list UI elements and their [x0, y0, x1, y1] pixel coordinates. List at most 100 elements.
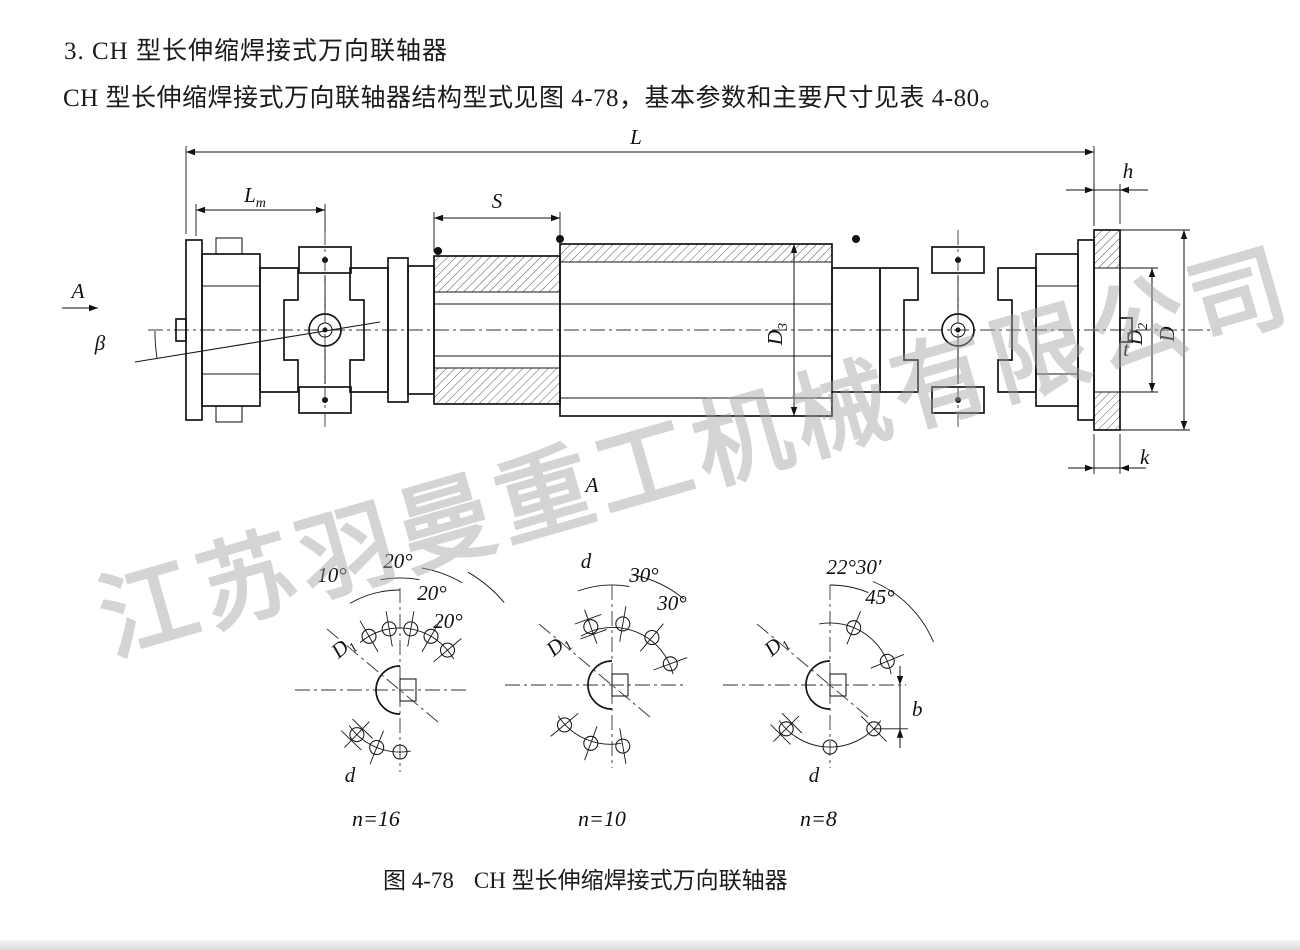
- d-dim-tick: [352, 718, 373, 739]
- bolt-hole: [822, 739, 838, 755]
- bolt-circle-arc: [778, 720, 882, 748]
- grease-fitting: [852, 235, 860, 243]
- hole-slash: [584, 609, 598, 644]
- hole-slash: [619, 728, 627, 764]
- hole-diameter-label-d: d: [809, 763, 820, 787]
- bearing-cap-top: [298, 246, 352, 274]
- bolt-count-label: n=10: [578, 806, 626, 831]
- dim-label-L: L: [629, 125, 642, 149]
- bolt-hole: [615, 616, 631, 632]
- hole-slash: [344, 721, 370, 748]
- d-dim-tick: [340, 730, 362, 751]
- yoke-fork: [349, 267, 389, 393]
- dim-label-beta: β: [94, 331, 106, 355]
- yoke-fork: [997, 267, 1037, 393]
- dim-label-Lm-sub: m: [256, 196, 266, 211]
- bolt-pattern-view-n8: 22°30′ 45° D1 b d n=8: [723, 555, 934, 831]
- angle-label: 20°: [383, 549, 413, 573]
- bolt-hole: [644, 629, 660, 646]
- angle-label: 30°: [628, 563, 659, 587]
- hole-diameter-label-d: d: [581, 549, 592, 573]
- flange-bolt-top: [215, 237, 243, 255]
- disc-hatch-bottom: [1094, 392, 1120, 430]
- bolt-circle-arc: [580, 626, 674, 675]
- d-dim-tick: [770, 724, 791, 745]
- hole-slash: [433, 638, 462, 663]
- angle-arc: [631, 574, 685, 600]
- bolt-count-label: n=16: [352, 806, 400, 831]
- sleeve-hatch-top: [434, 256, 560, 292]
- hub-boss: [829, 673, 847, 697]
- angle-label: 30°: [656, 591, 687, 615]
- bolt-hole: [423, 628, 439, 644]
- bolt-hole: [556, 717, 573, 733]
- bolt-hole: [349, 727, 365, 743]
- angle-label: 45°: [865, 585, 895, 609]
- hole-slash: [653, 657, 688, 671]
- dim-label-D: D: [1155, 326, 1179, 342]
- dim-label-k: k: [1140, 445, 1150, 469]
- hub-boss: [399, 678, 417, 702]
- flange-bolt-bottom: [215, 405, 243, 423]
- dim-label-D3: D3: [763, 323, 791, 346]
- hole-slash: [550, 712, 579, 737]
- angle-label: 10°: [317, 563, 347, 587]
- disc-hatch-top: [1094, 230, 1120, 268]
- grease-fitting: [434, 247, 442, 255]
- yoke-fork: [879, 267, 919, 393]
- hole-slash: [619, 606, 627, 642]
- sleeve-hatch-bottom: [434, 368, 560, 404]
- d-dim-tick: [580, 628, 607, 640]
- dim-label-D2: D2: [1123, 323, 1151, 346]
- dim-label-b: b: [912, 697, 923, 721]
- figure-caption-title: CH 型长伸缩焊接式万向联轴器: [473, 868, 788, 893]
- bolt-circle-label-D1: D1: [759, 628, 795, 664]
- angle-arc: [380, 577, 420, 581]
- bolt-circle-label-D1: D1: [541, 628, 577, 664]
- hole-slash: [870, 653, 905, 669]
- dim-label-D2-sub: 2: [1136, 323, 1151, 330]
- hole-slash: [385, 611, 393, 647]
- hub-semicircle: [375, 665, 401, 715]
- angle-label: 20°: [433, 609, 463, 633]
- bolt-circle-arc: [348, 725, 411, 753]
- bolt-hole: [369, 739, 385, 756]
- hole-slash: [369, 730, 384, 765]
- bolt-hole: [381, 621, 397, 637]
- bearing-cap-top: [931, 246, 985, 274]
- yoke-fork: [259, 267, 299, 393]
- bolt-circle-diagonal: [538, 623, 651, 718]
- angle-arc: [829, 584, 869, 594]
- bolt-hole: [662, 656, 678, 672]
- hole-slash: [421, 620, 441, 653]
- hub-semicircle: [805, 660, 831, 710]
- dim-label-S: S: [492, 189, 503, 213]
- hub-semicircle: [587, 660, 613, 710]
- dim-label-Lm-base: L: [243, 183, 256, 207]
- dim-label-Lm: Lm: [243, 183, 266, 211]
- dim-label-D3-sub: 3: [776, 323, 791, 331]
- bolt-hole: [778, 721, 794, 737]
- angle-arc: [872, 581, 934, 643]
- right-pilot: [1119, 317, 1133, 343]
- beta-angle-line: [134, 321, 381, 363]
- bolt-hole: [846, 620, 862, 636]
- hole-slash: [639, 623, 664, 652]
- hole-diameter-label-d: d: [345, 763, 356, 787]
- hole-slash: [773, 715, 800, 742]
- bolt-circle-diagonal: [326, 628, 439, 723]
- d-dim-tick: [574, 613, 602, 625]
- bolt-hole: [583, 619, 599, 635]
- angle-label: 22°30′: [827, 555, 882, 579]
- angle-arc: [349, 589, 401, 604]
- angle-label: 20°: [417, 581, 447, 605]
- coupling-side-view: L Lm S h β A D3: [62, 125, 1210, 497]
- bolt-hole: [879, 653, 895, 669]
- body-paragraph: CH 型长伸缩焊接式万向联轴器结构型式见图 4-78，基本参数和主要尺寸见表 4…: [63, 85, 1006, 112]
- angle-arc: [421, 567, 463, 583]
- bolt-hole: [615, 738, 631, 754]
- angle-arc: [467, 571, 505, 603]
- bolt-circle-label-D1: D1: [326, 630, 362, 666]
- dim-label-D3-base: D: [763, 330, 787, 346]
